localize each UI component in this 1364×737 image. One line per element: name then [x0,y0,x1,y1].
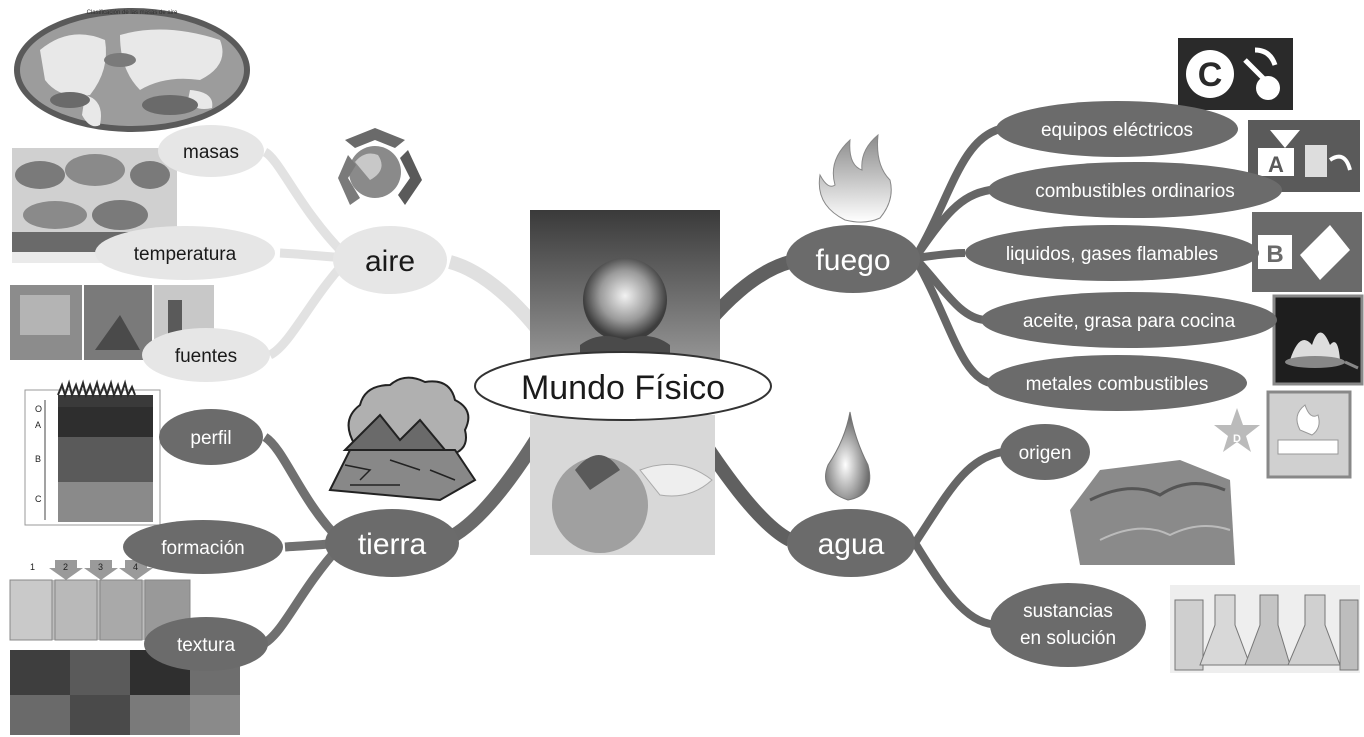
soil-step-4: 4 [133,562,138,572]
earth-terrain-icon [328,376,477,502]
soil-texture-image [10,650,240,735]
center-node-label: Mundo Físico [521,369,725,407]
fuego-child-equipos[interactable]: equipos eléctricos [996,101,1238,157]
recycle-globe-icon [338,128,422,205]
agua-child-sustancias-line1: sustancias [1023,601,1113,622]
aire-child-temperatura[interactable]: temperatura [95,226,275,280]
horizon-label-b: B [35,454,41,464]
tierra-child-perfil-label: perfil [190,428,231,449]
agua-child-origen[interactable]: origen [1000,424,1090,480]
soil-step-2: 2 [63,562,68,572]
fuego-child-liquidos-label: liquidos, gases flamables [1006,244,1218,265]
tierra-child-textura-label: textura [177,635,236,656]
fire-class-b-letter: B [1266,241,1283,268]
aire-node-label: aire [365,245,415,278]
horizon-label-a: A [35,420,41,430]
fuego-child-metales[interactable]: metales combustibles [987,355,1247,411]
soil-step-3: 3 [98,562,103,572]
agua-child-sustancias-line2: en solución [1020,628,1116,649]
fire-class-a-letter: A [1268,152,1284,177]
fuego-child-liquidos[interactable]: liquidos, gases flamables [965,225,1259,281]
fire-class-b-icon: B [1252,212,1362,292]
air-map-title: Clasificación de las masas de aire [87,10,178,16]
aire-child-masas-label: masas [183,142,239,163]
water-drop-icon [825,411,871,501]
aire-child-temperatura-label: temperatura [134,244,237,265]
agua-child-origen-label: origen [1019,443,1072,464]
agua-child-sustancias[interactable]: sustancias en solución [990,583,1146,667]
fuego-child-aceite-label: aceite, grasa para cocina [1023,311,1236,332]
tierra-child-formacion-label: formación [161,538,244,559]
flame-icon [818,133,892,223]
horizon-label-c: C [35,494,42,504]
fuego-child-aceite[interactable]: aceite, grasa para cocina [981,292,1277,348]
aire-child-masas[interactable]: masas [158,125,264,177]
agua-node-label: agua [818,528,885,561]
soil-step-1: 1 [30,562,35,572]
horizon-label-o: O [35,404,42,414]
fire-class-d-letter: D [1233,433,1241,445]
air-pollution-photos [10,285,214,360]
fuego-node-label: fuego [815,244,890,277]
fire-class-a-icon: A [1248,120,1360,192]
tierra-node[interactable]: tierra [325,509,459,577]
tierra-child-perfil[interactable]: perfil [159,409,263,465]
fire-class-c-icon: C [1178,38,1293,110]
aire-child-fuentes-label: fuentes [175,346,237,367]
center-node[interactable]: Mundo Físico [474,351,772,421]
fuego-child-metales-label: metales combustibles [1026,374,1209,395]
aire-node[interactable]: aire [333,226,447,294]
relief-terrain-image [1070,460,1235,565]
fire-class-d-icon: D [1214,390,1352,479]
center-cosmic-image [530,210,720,555]
aire-child-fuentes[interactable]: fuentes [142,328,270,382]
fuego-child-combustibles-label: combustibles ordinarios [1035,181,1235,202]
tierra-node-label: tierra [358,528,427,561]
agua-node[interactable]: agua [787,509,915,577]
lab-flasks-image [1170,585,1360,673]
fuego-child-equipos-label: equipos eléctricos [1041,120,1193,141]
tierra-child-textura[interactable]: textura [144,617,268,671]
fuego-child-combustibles[interactable]: combustibles ordinarios [988,162,1282,218]
fire-class-k-icon [1272,294,1364,386]
air-masses-map-image: Clasificación de las masas de aire [14,8,250,132]
fire-class-c-letter: C [1198,56,1223,94]
fuego-node[interactable]: fuego [786,225,920,293]
soil-profile-image: O A B C [24,379,161,526]
tierra-child-formacion[interactable]: formación [123,520,283,574]
